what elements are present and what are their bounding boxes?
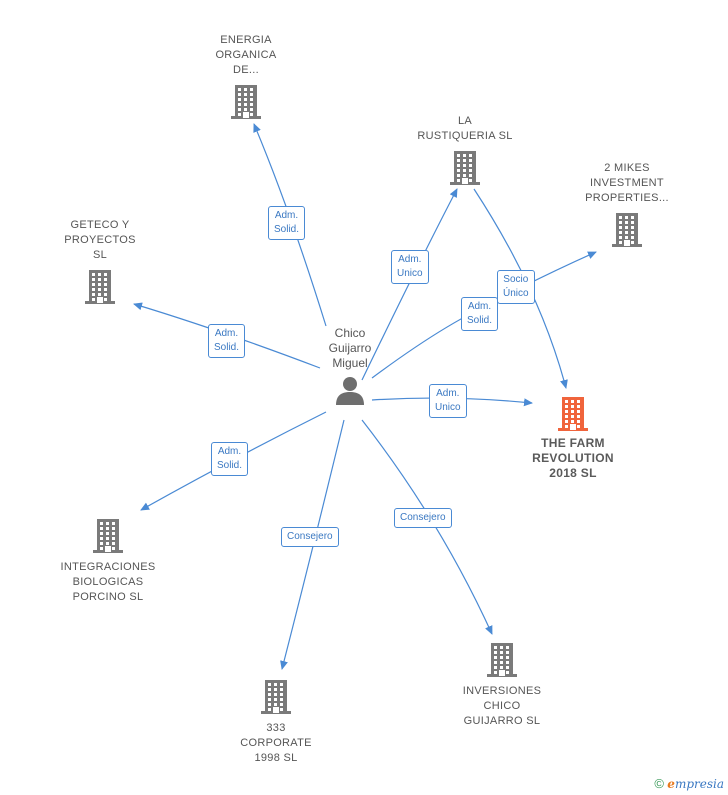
edge-label-farm-solid[interactable]: Adm. Solid. [461, 297, 499, 331]
brand-logo: empresia [667, 777, 724, 791]
copyright-icon: © [654, 776, 664, 791]
company-label: 333 CORPORATE 1998 SL [240, 722, 312, 764]
building-icon [612, 213, 642, 247]
center-person[interactable]: Chico Guijarro Miguel [310, 326, 390, 407]
company-label: INTEGRACIONES BIOLOGICAS PORCINO SL [60, 561, 156, 603]
edge-label-rustiqueria[interactable]: Adm. Unico [391, 250, 429, 284]
edge-label-mikes[interactable]: Socio Único [497, 270, 535, 304]
edge-label-farm-unico[interactable]: Adm. Unico [429, 384, 467, 418]
person-icon [336, 377, 364, 405]
edge-label-corporate[interactable]: Consejero [281, 527, 339, 547]
company-node-inversiones[interactable]: INVERSIONES CHICO GUIJARRO SL [447, 642, 557, 729]
company-label: LA RUSTIQUERIA SL [417, 115, 513, 142]
empresia-watermark: © empresia [654, 776, 724, 791]
building-icon [261, 680, 291, 714]
company-node-mikes[interactable]: 2 MIKES INVESTMENT PROPERTIES... [572, 161, 682, 248]
building-icon [231, 85, 261, 119]
company-node-rustiqueria[interactable]: LA RUSTIQUERIA SL [405, 114, 525, 186]
edge-label-inversiones[interactable]: Consejero [394, 508, 452, 528]
company-label: ENERGIA ORGANICA DE... [215, 34, 277, 76]
building-icon [85, 270, 115, 304]
company-node-farm[interactable]: THE FARM REVOLUTION 2018 SL [518, 396, 628, 481]
company-node-integraciones[interactable]: INTEGRACIONES BIOLOGICAS PORCINO SL [48, 518, 168, 605]
edge-corporate [280, 419, 345, 670]
center-person-name: Chico Guijarro Miguel [328, 326, 372, 370]
edge-label-energia[interactable]: Adm. Solid. [268, 206, 306, 240]
company-label: THE FARM REVOLUTION 2018 SL [532, 436, 614, 480]
building-icon [558, 397, 588, 431]
company-label: INVERSIONES CHICO GUIJARRO SL [462, 685, 542, 727]
company-node-corporate[interactable]: 333 CORPORATE 1998 SL [226, 679, 326, 766]
building-icon [450, 151, 480, 185]
building-icon [487, 643, 517, 677]
building-icon [93, 519, 123, 553]
company-label: 2 MIKES INVESTMENT PROPERTIES... [585, 162, 669, 204]
company-label: GETECO Y PROYECTOS SL [64, 219, 136, 261]
company-node-energia[interactable]: ENERGIA ORGANICA DE... [196, 33, 296, 120]
company-node-geteco[interactable]: GETECO Y PROYECTOS SL [50, 218, 150, 305]
edge-label-geteco[interactable]: Adm. Solid. [208, 324, 246, 358]
edge-label-integraciones[interactable]: Adm. Solid. [211, 442, 249, 476]
